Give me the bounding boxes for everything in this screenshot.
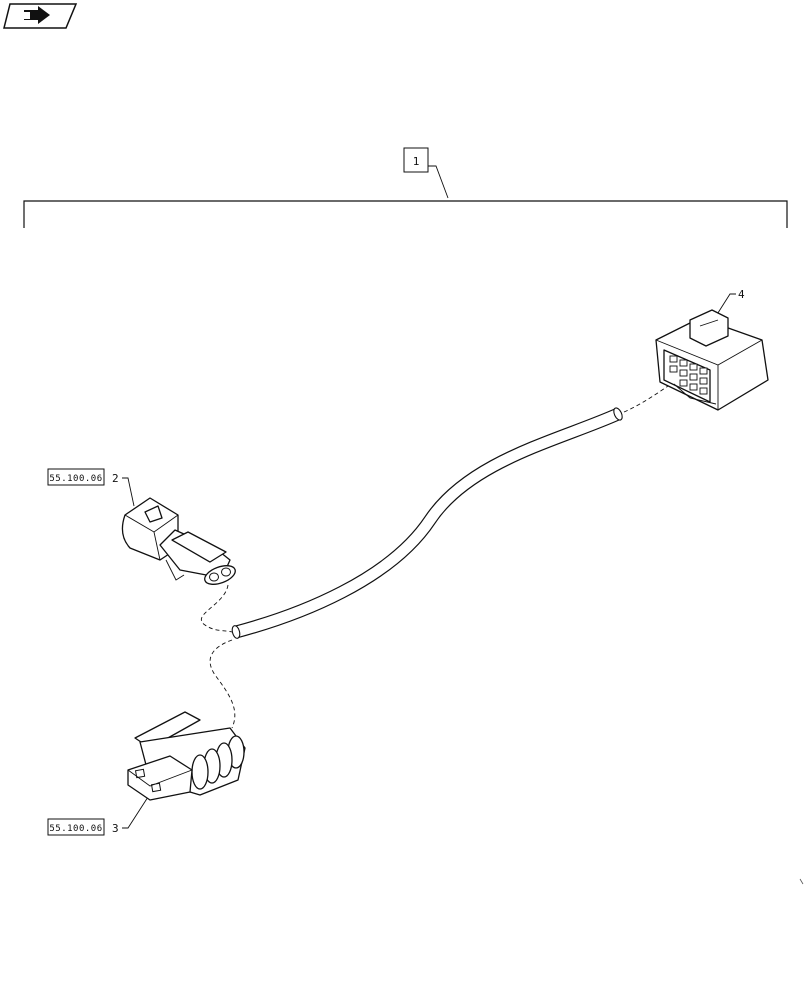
item-4-callout: 4: [715, 288, 745, 317]
assembly-bracket: [23, 200, 788, 228]
item-2-number: 2: [112, 472, 119, 485]
item-3-callout: 55.100.06 3: [47, 796, 149, 836]
two-pin-male-connector: [121, 497, 236, 585]
harness-cable: [231, 407, 623, 639]
multi-pin-connector: [655, 309, 769, 411]
item-3-reference: 55.100.06: [49, 824, 102, 834]
item-2-reference-box: [47, 468, 105, 486]
item-3-reference-box: [47, 818, 105, 836]
next-page-arrow-icon: [22, 6, 50, 24]
item-4-number: 4: [738, 288, 745, 301]
pin-cavities: [669, 355, 708, 395]
item-2-reference: 55.100.06: [49, 474, 102, 484]
next-page-button[interactable]: [3, 3, 78, 29]
assembly-callout-number: 1: [413, 155, 420, 168]
edge-mark: [799, 878, 804, 885]
assembly-callout-box: [403, 147, 429, 173]
item-2-callout: 55.100.06 2: [47, 468, 135, 507]
two-pin-female-connector: [127, 711, 246, 801]
routing-dashes: [201, 385, 669, 729]
item-3-number: 3: [112, 822, 119, 835]
assembly-callout: 1: [403, 147, 449, 199]
